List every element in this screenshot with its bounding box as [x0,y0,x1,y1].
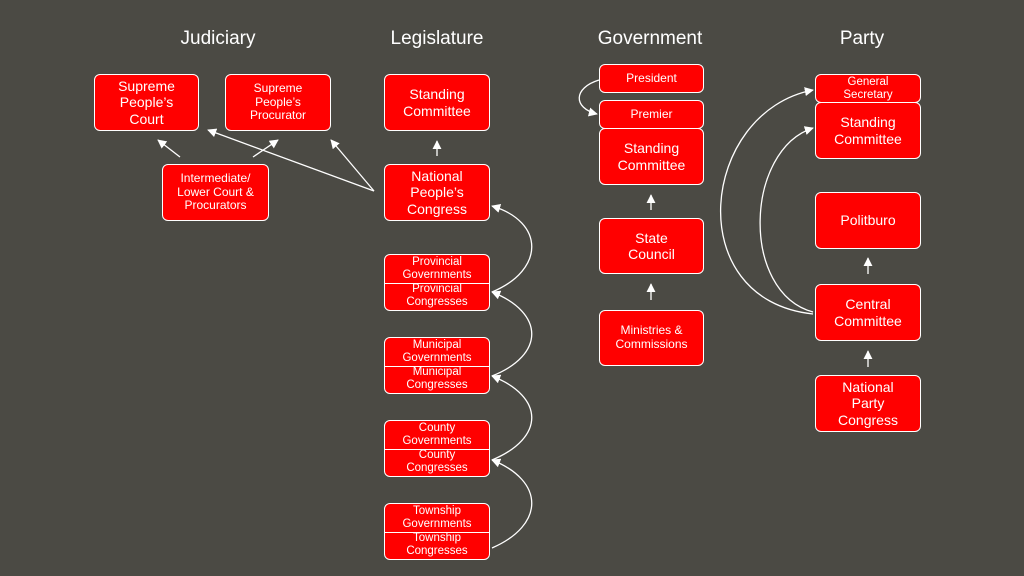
ministries-label: Ministries & Commissions [615,323,688,351]
president-label: President [626,70,677,85]
national-party-congress-box: National Party Congress [815,375,921,432]
heading-legislature: Legislature [390,28,484,49]
provincial-congresses-label: Provincial Congresses [406,283,468,309]
provincial-level-box: Provincial Governments Provincial Congre… [384,254,490,311]
municipal-congresses-label: Municipal Congresses [406,366,468,392]
municipal-level-box: Municipal Governments Municipal Congress… [384,337,490,394]
curve-municipal-to-provincial [491,290,533,377]
lower-courts-label: Intermediate/ Lower Court & Procurators [177,170,254,213]
county-governments-label: County Governments [402,421,472,447]
heading-party: Party [839,28,885,49]
county-level-box: County Governments County Congresses [384,420,490,477]
curve-township-to-county [491,458,533,549]
party-standing-committee-label: Standing Committee [834,114,902,147]
curve-county-to-municipal [491,374,533,461]
arrow-npc-to-procurator [330,139,375,192]
curve-central-to-standing-committee [759,126,814,313]
heading-government: Government [597,28,703,49]
supreme-procurator-label: Supreme People’s Procurator [249,80,307,123]
supreme-procurator-box: Supreme People’s Procurator [225,74,331,131]
politburo-box: Politburo [815,192,921,249]
central-committee-label: Central Committee [834,296,902,329]
npc-label: National People’s Congress [407,168,467,217]
government-standing-committee-label: Standing Committee [617,140,686,173]
township-congresses-label: Township Congresses [406,532,468,558]
supreme-court-label: Supreme People’s Court [118,78,175,127]
ministries-box: Ministries & Commissions [599,310,704,366]
supreme-court-box: Supreme People’s Court [94,74,199,131]
state-council-box: State Council [599,218,704,274]
county-congresses-label: County Congresses [406,449,468,475]
government-standing-committee-box: Standing Committee [599,128,704,185]
arrow-lower-to-procurator [252,139,279,158]
municipal-governments-label: Municipal Governments [402,338,472,364]
township-level-box: Township Governments Township Congresses [384,503,490,560]
curve-central-to-general-secretary [719,87,814,315]
central-committee-box: Central Committee [815,284,921,341]
heading-judiciary: Judiciary [180,28,256,49]
national-party-congress-label: National Party Congress [838,379,898,428]
president-box: President [599,64,704,93]
curve-provincial-to-npc [491,204,533,293]
provincial-governments-label: Provincial Governments [402,255,472,281]
lower-courts-box: Intermediate/ Lower Court & Procurators [162,164,269,221]
npc-box: National People’s Congress [384,164,490,221]
township-governments-label: Township Governments [402,504,472,530]
curve-president-to-premier [578,79,600,117]
arrow-npc-to-supreme-court [207,128,375,192]
general-secretary-box: General Secretary [815,74,921,103]
premier-label: Premier [630,106,673,121]
state-council-label: State Council [628,229,675,262]
politburo-label: Politburo [840,212,896,229]
arrow-lower-to-supreme-court [157,139,181,158]
legislature-standing-committee-box: Standing Committee [384,74,490,131]
party-standing-committee-box: Standing Committee [815,102,921,159]
legislature-standing-committee-label: Standing Committee [403,86,471,119]
general-secretary-label: General Secretary [843,75,893,101]
